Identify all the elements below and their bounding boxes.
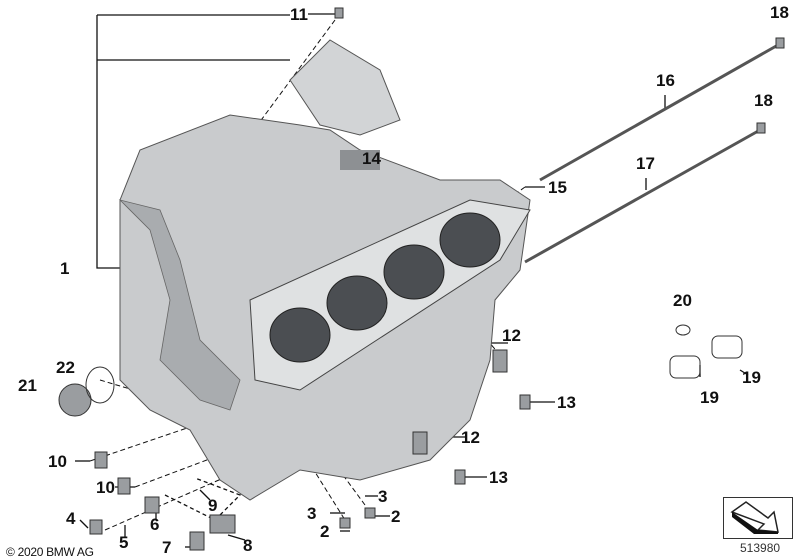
callout-10: 10 <box>96 478 115 497</box>
callout-4: 4 <box>66 509 76 528</box>
copyright: © 2020 BMW AG <box>6 545 94 559</box>
small-parts <box>58 7 785 551</box>
callout-13: 13 <box>489 468 508 487</box>
callout-18: 18 <box>754 91 773 110</box>
callout-7: 7 <box>162 538 172 557</box>
callout-8: 8 <box>243 536 253 555</box>
callout-16: 16 <box>656 71 675 90</box>
callout-2: 2 <box>391 507 401 526</box>
callout-17: 17 <box>636 154 655 173</box>
callout-22: 22 <box>56 358 75 377</box>
callout-12: 12 <box>461 428 480 447</box>
callout-20: 20 <box>673 291 692 310</box>
callout-14: 14 <box>362 149 381 168</box>
callout-3: 3 <box>378 487 388 506</box>
callout-1: 1 <box>60 259 70 278</box>
callout-10: 10 <box>48 452 67 471</box>
callout-11: 11 <box>290 5 308 24</box>
callout-13: 13 <box>557 393 576 412</box>
callout-18: 18 <box>770 3 789 22</box>
callout-19: 19 <box>742 368 761 387</box>
reference-number: 513980 <box>740 541 781 555</box>
callout-5: 5 <box>119 533 129 552</box>
crankcase <box>118 39 531 501</box>
callout-9: 9 <box>208 496 218 515</box>
arrow-down-right-icon <box>730 501 779 534</box>
callout-12: 12 <box>502 326 521 345</box>
callout-6: 6 <box>150 515 160 534</box>
callout-15: 15 <box>548 178 567 197</box>
callout-3: 3 <box>307 504 317 523</box>
navigation-arrow-button[interactable] <box>723 497 793 539</box>
callout-19: 19 <box>700 388 719 407</box>
rods <box>524 43 779 264</box>
callout-2: 2 <box>320 522 330 541</box>
callout-21: 21 <box>18 376 37 395</box>
